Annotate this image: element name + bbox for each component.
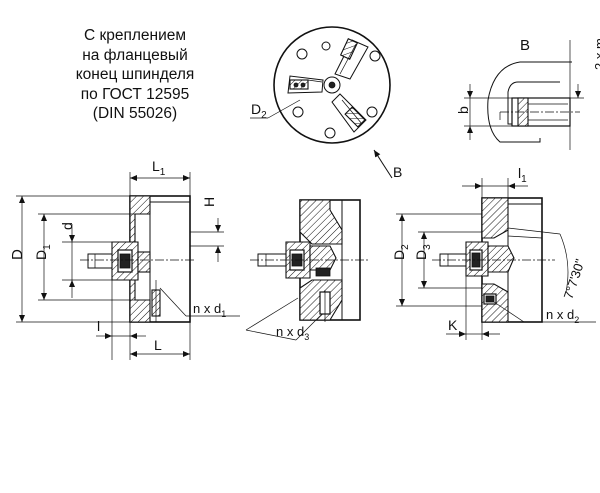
caption-line-2: на фланцевый <box>82 46 188 64</box>
view-arrow-b <box>373 149 393 179</box>
caption-line-5: (DIN 55026) <box>92 105 178 122</box>
bolt-hole <box>296 48 308 60</box>
bolt-hole <box>292 106 304 118</box>
view-b-title: B <box>520 37 530 54</box>
b-label: b <box>455 106 471 114</box>
caption-block: С креплением на фланцевый конец шпинделя… <box>40 26 230 124</box>
bolt-hole <box>324 127 336 139</box>
view-b-detail: B b 2 x m <box>455 37 600 150</box>
spindle <box>87 253 113 269</box>
center-point <box>328 81 336 89</box>
l1-right-label: l1 <box>518 165 527 185</box>
l-label: l <box>97 318 100 334</box>
bolt-hole <box>366 106 378 118</box>
jaw-bottom <box>331 93 367 133</box>
caption-line-3: конец шпинделя <box>75 66 195 83</box>
D2-right-label: D2 <box>391 244 411 260</box>
n-d2-label: n x d2 <box>546 307 579 325</box>
caption-line-1: С креплением <box>83 27 187 44</box>
jaw-left <box>287 75 324 94</box>
jaw-top <box>334 37 369 80</box>
n-d3-label: n x d3 <box>276 324 309 342</box>
n-d1-label: n x d1 <box>193 301 226 319</box>
D-label: D <box>9 249 26 260</box>
K-label: K <box>448 317 458 333</box>
center-bore <box>323 76 341 94</box>
d2-leader <box>267 99 301 119</box>
front-view: D2 B <box>250 26 402 180</box>
caption-line-4: по ГОСТ 12595 <box>80 85 190 103</box>
section-view-right: l1 D2 D3 7°7'30" K n x d2 <box>391 165 596 340</box>
L1-label: L1 <box>152 158 166 178</box>
d2-front-label: D2 <box>251 101 267 121</box>
chuck-body-outline <box>273 26 391 144</box>
arrow-b-label: B <box>393 164 402 180</box>
bolt-hole <box>369 50 381 62</box>
angle-label: 7°7'30" <box>561 257 588 301</box>
section-view-left: D D1 d L1 H l L <box>9 158 240 360</box>
two-x-m-label: 2 x m <box>592 38 600 70</box>
D1-label: D1 <box>33 244 53 260</box>
L-label: L <box>154 337 162 353</box>
H-label: H <box>201 197 217 207</box>
detail-outline <box>487 61 572 143</box>
section-view-middle: n x d3 <box>245 199 368 342</box>
D3-label: D3 <box>413 244 433 260</box>
d-label: d <box>59 222 75 230</box>
bolt-hole <box>321 41 331 51</box>
